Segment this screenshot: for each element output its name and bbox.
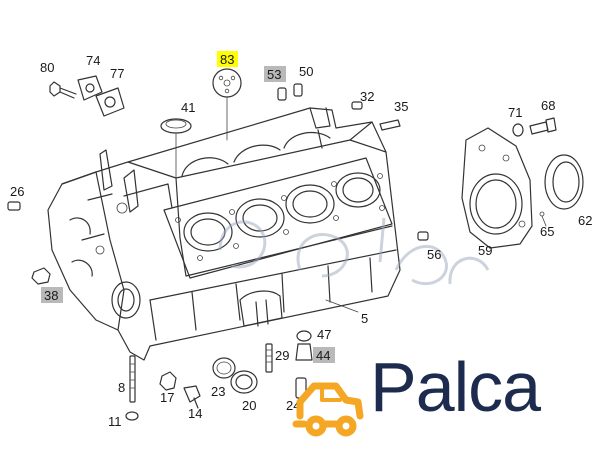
callout-47: 47 <box>317 327 331 342</box>
plug-38 <box>31 267 51 285</box>
stud-29 <box>265 343 273 373</box>
seal-20 <box>230 370 258 394</box>
callout-32: 32 <box>360 89 374 104</box>
callout-38: 38 <box>44 288 58 303</box>
callout-23: 23 <box>211 384 225 399</box>
seal-44 <box>295 343 313 361</box>
highlight-83 <box>217 51 238 67</box>
logo-text: Palca <box>370 348 541 426</box>
callout-50: 50 <box>299 64 313 79</box>
car-icon <box>292 382 364 437</box>
callout-41: 41 <box>181 100 195 115</box>
callout-14: 14 <box>188 406 202 421</box>
seal-47 <box>296 330 312 342</box>
callout-20: 20 <box>242 398 256 413</box>
callout-53: 53 <box>267 67 281 82</box>
callout-62: 62 <box>578 213 592 228</box>
pin-32 <box>351 101 363 110</box>
callout-11: 11 <box>108 414 122 429</box>
pin-26 <box>7 201 21 211</box>
gasket-74 <box>77 75 103 101</box>
plug-83 <box>212 68 242 141</box>
callout-74: 74 <box>86 53 100 68</box>
leader-lines <box>175 133 547 313</box>
nut-17 <box>159 371 177 391</box>
pin-56 <box>417 231 429 241</box>
callout-26: 26 <box>10 184 24 199</box>
flange-77 <box>95 87 125 117</box>
callout-59: 59 <box>478 243 492 258</box>
callout-35: 35 <box>394 99 408 114</box>
callout-5: 5 <box>361 311 368 326</box>
stud-8 <box>129 355 136 403</box>
callout-8: 8 <box>118 380 125 395</box>
dowel-pins-53-50 <box>277 83 303 101</box>
seal-ring-62 <box>544 154 584 210</box>
engine-block <box>47 107 401 361</box>
bolt-80 <box>49 81 77 99</box>
callout-17: 17 <box>160 390 174 405</box>
pin-65 <box>539 211 545 217</box>
cap-41 <box>160 118 192 134</box>
callout-65: 65 <box>540 224 554 239</box>
washer-11 <box>125 411 139 421</box>
stud-35 <box>379 119 401 131</box>
gray-box-44 <box>313 347 335 363</box>
washer-71 <box>512 123 524 137</box>
callout-80: 80 <box>40 60 54 75</box>
gray-box-38 <box>41 287 63 303</box>
callout-71: 71 <box>508 105 522 120</box>
callout-44: 44 <box>316 348 330 363</box>
gray-box-53 <box>264 66 286 82</box>
callout-77: 77 <box>110 66 124 81</box>
callout-56: 56 <box>427 247 441 262</box>
callout-29: 29 <box>275 348 289 363</box>
ring-23 <box>212 357 236 379</box>
watermark <box>218 217 490 286</box>
bolt-68 <box>529 117 557 135</box>
bolt-14 <box>183 385 201 409</box>
callout-83: 83 <box>220 52 234 67</box>
rear-cover-59 <box>461 127 533 249</box>
callout-68: 68 <box>541 98 555 113</box>
